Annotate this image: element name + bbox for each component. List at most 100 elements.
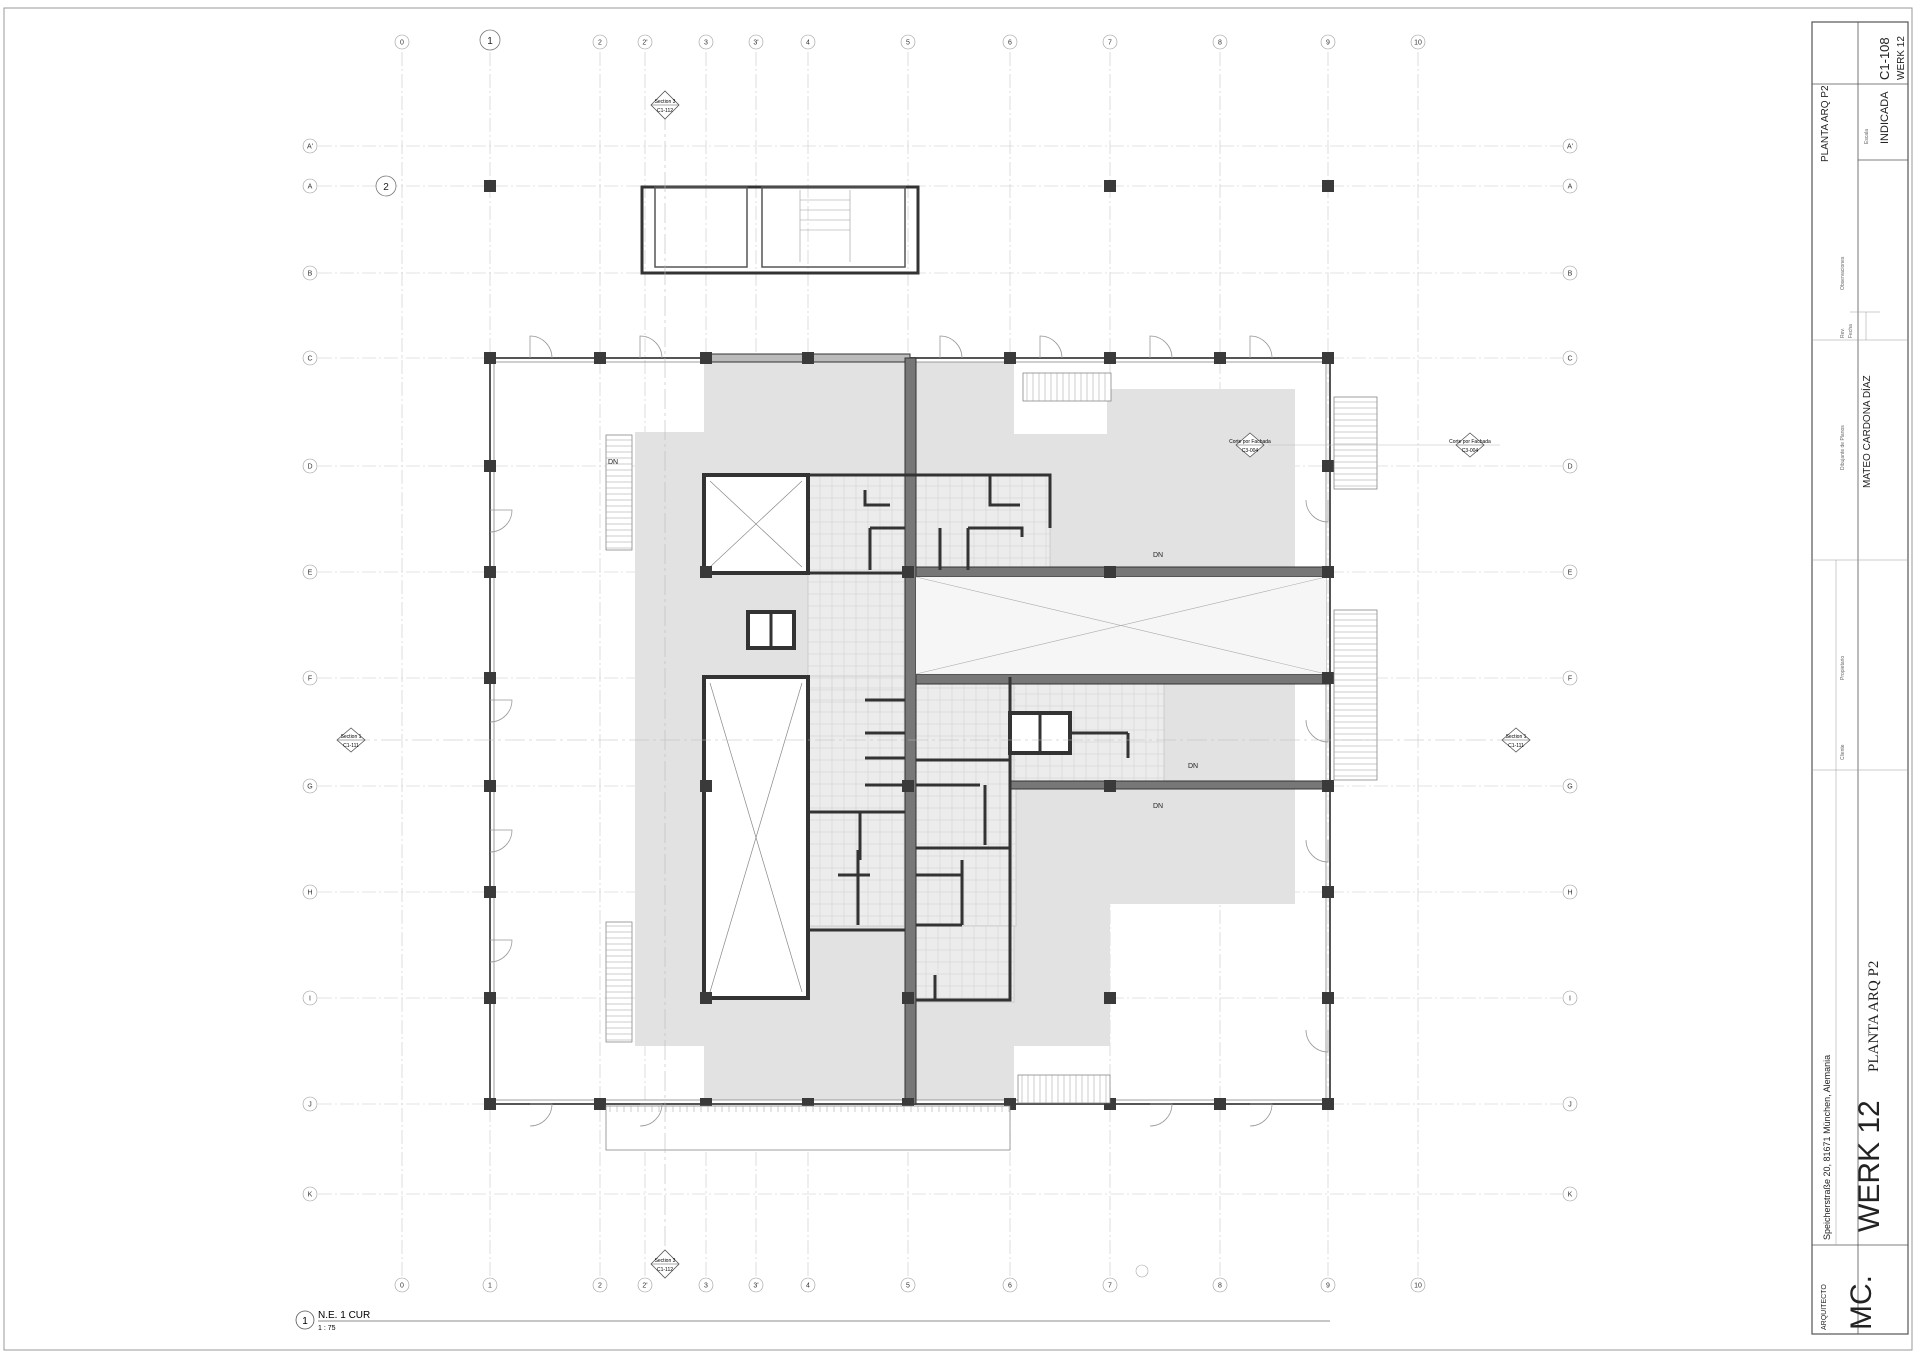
grid-bubble-row [1562,138,1578,154]
grid-label-row: H [307,890,312,897]
grid-label-row: G [1567,784,1572,791]
door-swing [1149,1103,1173,1127]
grid-bubble-col [698,1277,714,1293]
grid-bubble-row [302,265,318,281]
grid-label-col: 1 [488,1283,492,1290]
svg-text:Corte por Fachada: Corte por Fachada [1449,439,1491,445]
column [484,1098,496,1110]
beam-wall-g [1009,780,1331,790]
door-swing [639,1103,663,1127]
grid-label-row: I [1569,996,1571,1003]
column [484,780,496,792]
sheet-border [3,7,1913,1351]
grid-bubble-col [592,1277,608,1293]
column [484,886,496,898]
grid-label-col: 2 [598,40,602,47]
door-swing [1249,1103,1273,1127]
svg-text:Section 3: Section 3 [655,99,676,105]
grid-label-row: J [308,1102,312,1109]
grid-bubble-row [302,458,318,474]
column [700,352,712,364]
grid-label-row: E [1568,570,1573,577]
grid-bubble-col [1102,1277,1118,1293]
grid-bubble-row [302,564,318,580]
grid-bubble-row [302,350,318,366]
column [700,780,712,792]
grid-label-col: 2' [642,40,647,47]
grid-label-row: H [1567,890,1572,897]
dn-label-2: DN [1153,552,1163,559]
grid-bubble-1-large [479,29,501,51]
grid-bubble-row [302,990,318,1006]
grid-label-row: D [307,464,312,471]
grid-label-col: 10 [1414,40,1422,47]
grid-label-row: B [308,271,313,278]
grid-bubble-row [1562,1186,1578,1202]
grid-bubble-col [1212,34,1228,50]
door-swing [1305,499,1329,523]
svg-text:C1-112: C1-112 [657,1267,673,1273]
wc-zone-upper-right [913,473,1051,575]
door-swing [1149,335,1173,359]
dn-label-1: DN [608,459,618,466]
column [700,992,712,1004]
grid-bubble-row [1562,564,1578,580]
grid-label-row: D [1567,464,1572,471]
door-swing [489,829,513,853]
column [484,566,496,578]
grid-bubble-2-label: 2 [383,182,389,193]
column [484,352,496,364]
grid-bubble-col [1212,1277,1228,1293]
grid-bubble-row [302,178,318,194]
door-swing [1305,719,1329,743]
tb-sheet-name: PLANTA ARQ P2 [1820,85,1831,162]
column [902,780,914,792]
tb-scale-value: INDICADA [1879,91,1891,144]
grid-bubble-row [1562,884,1578,900]
column [1104,992,1116,1004]
grid-bubble-2-large [375,175,397,197]
tb-drawing-title: PLANTA ARQ P2 [1866,960,1882,1072]
grid-bubble-col [1320,34,1336,50]
wc-zone-lower [913,925,1015,1003]
svg-text:C1-111: C1-111 [1508,743,1524,749]
grid-label-col: 5 [906,1283,910,1290]
svg-text:C3-004: C3-004 [1242,448,1259,454]
grid-label-row: K [308,1192,313,1199]
beam-wall-f [915,673,1331,685]
column [902,992,914,1004]
svg-text:Section 1: Section 1 [1506,734,1527,740]
grid-bubble-col [592,34,608,50]
grid-bubble-row [302,778,318,794]
column [1322,460,1334,472]
section-marker-top: Section 3 C1-112 [650,90,680,120]
grid-label-row: K [1568,1192,1573,1199]
column [484,180,496,192]
tb-field-cliente: Cliente [1840,744,1846,760]
column [484,992,496,1004]
grid-label-row: A [1568,184,1573,191]
grid-label-col: 3 [704,1283,708,1290]
door-swing [639,335,663,359]
grid-bubble-1-label: 1 [487,36,493,47]
wc-partitions-upper [808,473,1052,575]
grid-bubble-col [1002,34,1018,50]
tb-address: Speicherstraße 20, 81671 München, Aleman… [1822,1054,1832,1240]
column [1322,886,1334,898]
grid-label-col: 2' [642,1283,647,1290]
svg-text:Corte por Fachada: Corte por Fachada [1229,439,1271,445]
tb-logo-sub: ARQUITECTO [1821,1284,1828,1330]
grid-label-col: 4 [806,1283,810,1290]
svg-text:Section 1: Section 1 [341,734,362,740]
grid-bubble-col [800,34,816,50]
grid-label-col: 10 [1414,1283,1422,1290]
column [484,672,496,684]
grid-label-col: 6 [1008,1283,1012,1290]
grid-bubble-col [1002,1277,1018,1293]
view-title: 1 N.E. 1 CUR 1 : 75 [295,1310,1330,1332]
column [1322,780,1334,792]
section-marker-right: Section 1 C1-111 [1501,727,1531,753]
column [1104,180,1116,192]
grid-bubble-col [748,34,764,50]
